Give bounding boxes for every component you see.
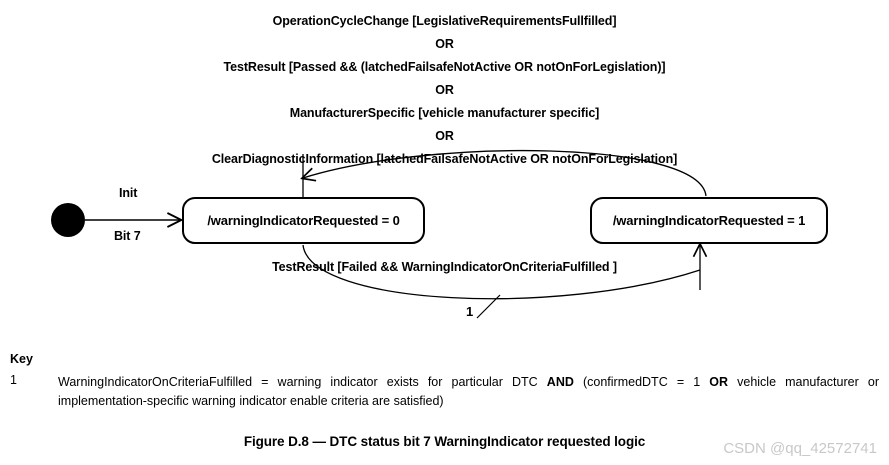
guard-line-3: TestResult [Passed && (latchedFailsafeNo… — [223, 60, 666, 74]
state-warning-indicator-requested-0[interactable]: /warningIndicatorRequested = 0 — [182, 197, 425, 244]
transition-set-arc — [302, 244, 701, 300]
guard-line-4: OR — [435, 83, 454, 97]
transition-reset-arc — [303, 149, 707, 197]
footnote-marker: 1 — [466, 304, 474, 319]
guard-condition-block: OperationCycleChange [LegislativeRequire… — [0, 10, 889, 171]
key-entry-number: 1 — [10, 373, 17, 387]
footnote-leader-line — [476, 294, 501, 319]
key-section: Key 1 WarningIndicatorOnCriteriaFulfille… — [10, 352, 879, 411]
figure-caption: Figure D.8 — DTC status bit 7 WarningInd… — [243, 434, 646, 449]
key-entry-1: 1 WarningIndicatorOnCriteriaFulfilled = … — [10, 373, 879, 411]
watermark: CSDN @qq_42572741 — [723, 440, 877, 457]
guard-line-2: OR — [435, 37, 454, 51]
key-title: Key — [10, 352, 33, 366]
key-entry-text: WarningIndicatorOnCriteriaFulfilled = wa… — [58, 375, 879, 408]
transition-label-init: Init — [119, 186, 138, 200]
guard-line-5: ManufacturerSpecific [vehicle manufactur… — [289, 106, 600, 120]
transition-label-set: TestResult [Failed && WarningIndicatorOn… — [272, 260, 617, 274]
state-on-label: /warningIndicatorRequested = 1 — [612, 213, 806, 228]
guard-line-7: ClearDiagnosticInformation [latchedFails… — [211, 152, 678, 166]
state-off-label: /warningIndicatorRequested = 0 — [207, 213, 400, 228]
diagram-connectors — [85, 149, 889, 319]
guard-line-6: OR — [435, 129, 454, 143]
state-warning-indicator-requested-1[interactable]: /warningIndicatorRequested = 1 — [590, 197, 828, 244]
state-machine-diagram: /warningIndicatorRequested = 0 /warningI… — [0, 130, 889, 345]
initial-pseudostate — [51, 203, 85, 237]
guard-line-1: OperationCycleChange [LegislativeRequire… — [272, 14, 617, 28]
transition-label-bit7: Bit 7 — [114, 229, 141, 243]
